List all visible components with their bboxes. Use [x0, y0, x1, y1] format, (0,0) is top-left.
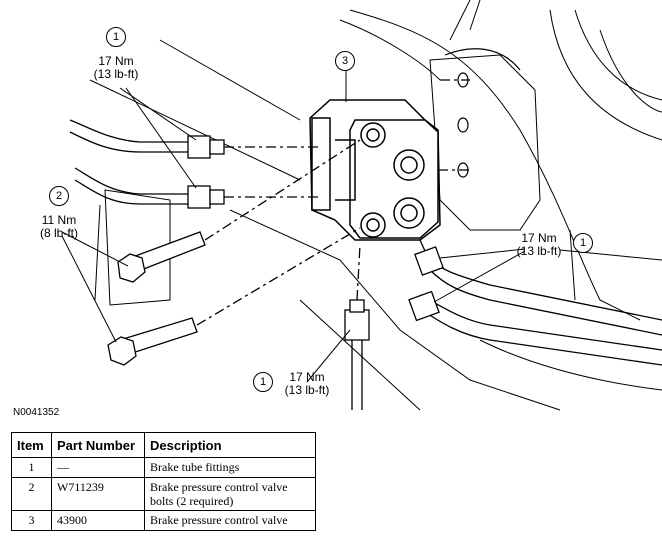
torque-lbft: (13 lb-ft) [516, 244, 562, 258]
torque-lbft: (13 lb-ft) [93, 67, 139, 81]
callout-3-number: 3 [335, 51, 355, 71]
cell-part-number: W711239 [51, 477, 145, 511]
torque-lbft: (8 lb-ft) [39, 226, 78, 240]
table-row: 2 W711239 Brake pressure control valve b… [11, 477, 316, 511]
brake-pressure-control-valve [309, 99, 441, 241]
table-header-row: Item Part Number Description [11, 432, 316, 458]
torque-nm: 17 Nm [289, 370, 325, 384]
table-row: 1 — Brake tube fittings [11, 457, 316, 478]
brake-tube-bottom [344, 244, 370, 410]
cell-item: 3 [11, 510, 52, 531]
figure-id: N0041352 [13, 407, 60, 418]
callout-2-torque: 11 Nm (8 lb-ft) [23, 214, 95, 240]
parts-table: Item Part Number Description 1 — Brake t… [11, 432, 316, 531]
cell-item: 1 [11, 457, 52, 478]
brake-tubes-right [408, 79, 662, 366]
cell-part-number: — [51, 457, 145, 478]
callout-1-right-torque: 17 Nm (13 lb-ft) [508, 232, 570, 258]
torque-lbft: (13 lb-ft) [284, 383, 330, 397]
cell-description: Brake tube fittings [144, 457, 316, 478]
header-item: Item [11, 432, 52, 458]
table-row: 3 43900 Brake pressure control valve [11, 510, 316, 531]
vehicle-body-background [89, 0, 662, 411]
cell-part-number: 43900 [51, 510, 145, 531]
exploded-view-illustration [61, 0, 662, 411]
header-part-number: Part Number [51, 432, 145, 458]
torque-nm: 17 Nm [98, 54, 134, 68]
callout-1-top-left-torque: 17 Nm (13 lb-ft) [80, 55, 152, 81]
callout-2-number: 2 [49, 186, 69, 206]
torque-nm: 11 Nm [41, 213, 77, 227]
callout-1-bottom-number: 1 [253, 372, 273, 392]
torque-nm: 17 Nm [521, 231, 557, 245]
callout-leaders [61, 70, 526, 383]
callout-1-bottom-torque: 17 Nm (13 lb-ft) [276, 371, 338, 397]
cell-description: Brake pressure control valve [144, 510, 316, 531]
cell-description: Brake pressure control valve bolts (2 re… [144, 477, 316, 511]
cell-item: 2 [11, 477, 52, 511]
brake-tubes-left [69, 119, 320, 209]
header-description: Description [144, 432, 316, 458]
callout-1-top-left-number: 1 [106, 27, 126, 47]
callout-1-right-number: 1 [573, 233, 593, 253]
valve-bolts [107, 139, 361, 366]
